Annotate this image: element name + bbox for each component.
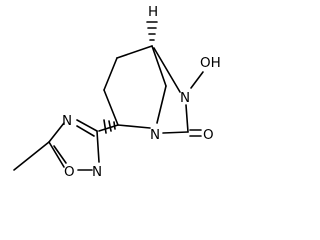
bond-c3ox-n4-double	[76, 125, 95, 137]
bond-c5ox-methyl	[13, 141, 50, 171]
bond-n6-o	[190, 71, 204, 89]
bond-n1-c7	[156, 85, 167, 124]
bond-n6-c5	[153, 47, 181, 93]
atom-labels: H N OH N O N O N	[62, 4, 221, 180]
bonds	[13, 45, 204, 171]
bond-cco-n6	[185, 104, 189, 133]
bond-c5-c4	[116, 45, 153, 59]
atom-o-ring: O	[64, 164, 75, 180]
hashed-wedge-c5	[146, 21, 158, 41]
bond-n1-cco	[162, 131, 189, 134]
bond-c2-n1	[117, 124, 151, 129]
atom-n-amide: N	[180, 90, 190, 106]
bond-c3ox-n4	[76, 119, 98, 132]
bond-c4-c3	[103, 57, 118, 91]
bond-c5ox-o1-double	[53, 145, 67, 164]
atom-o-carbonyl: O	[203, 127, 214, 143]
atom-n-ring4: N	[62, 113, 72, 129]
bond-n4-c5ox	[48, 122, 65, 143]
atom-h-stereo: H	[148, 4, 158, 20]
bond-c5ox-o1	[48, 141, 65, 168]
chemical-structure: H N OH N O N O N	[13, 4, 221, 180]
hashed-wedge-c2	[103, 119, 116, 134]
atom-oh: OH	[200, 55, 221, 71]
bond-c7-c5	[151, 45, 167, 87]
atom-n-ring3: N	[92, 164, 102, 180]
atom-n-bridge: N	[150, 127, 160, 143]
bond-n2-c3ox	[96, 130, 100, 163]
bond-c3-c2	[103, 89, 119, 126]
